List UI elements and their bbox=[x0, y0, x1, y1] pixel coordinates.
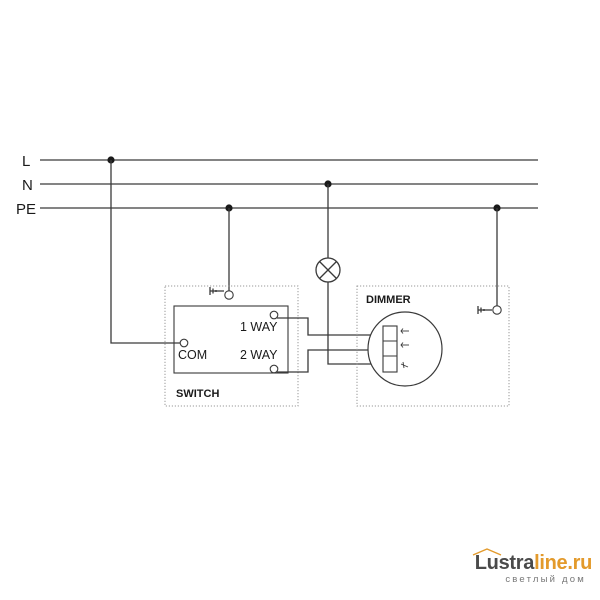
bus-label-n: N bbox=[22, 177, 33, 194]
wire-2way-to-dimmer bbox=[277, 349, 384, 373]
switch-body bbox=[173, 305, 289, 374]
lamp-icon bbox=[315, 257, 341, 283]
bus-label-pe: PE bbox=[16, 201, 36, 218]
wire-1way-to-dimmer bbox=[277, 317, 384, 336]
switch-2way-label: 2 WAY bbox=[240, 348, 278, 362]
dimmer-enclosure bbox=[356, 285, 510, 407]
watermark-brand-part2: line.ru bbox=[534, 552, 592, 574]
watermark-brand-part1: Lustra bbox=[474, 552, 535, 574]
watermark-brand: Lustraline.ru bbox=[432, 552, 593, 574]
watermark-tagline: светлый дом bbox=[505, 574, 586, 585]
switch-earth-icon bbox=[209, 287, 234, 300]
switch-terminal-2way bbox=[269, 364, 279, 374]
dimmer-title: DIMMER bbox=[366, 294, 411, 306]
switch-com-label: COM bbox=[178, 348, 207, 362]
switch-enclosure bbox=[164, 285, 299, 407]
dimmer-terminal-arrow-icon bbox=[400, 328, 409, 369]
switch-title: SWITCH bbox=[176, 388, 219, 400]
switch-terminal-1way bbox=[269, 310, 279, 320]
wire-l-to-com bbox=[110, 160, 180, 344]
wire-lamp-to-dimmer bbox=[327, 282, 384, 365]
lustraline-roof-icon bbox=[472, 548, 502, 556]
lustraline-watermark: Lustraline.ru светлый дом bbox=[432, 552, 593, 585]
bus-label-l: L bbox=[22, 153, 30, 170]
dimmer-earth-icon bbox=[477, 305, 502, 315]
dimmer-terminal-block bbox=[382, 325, 398, 373]
dimmer-body bbox=[367, 311, 443, 387]
switch-1way-label: 1 WAY bbox=[240, 320, 278, 334]
switch-terminal-com bbox=[179, 338, 189, 348]
